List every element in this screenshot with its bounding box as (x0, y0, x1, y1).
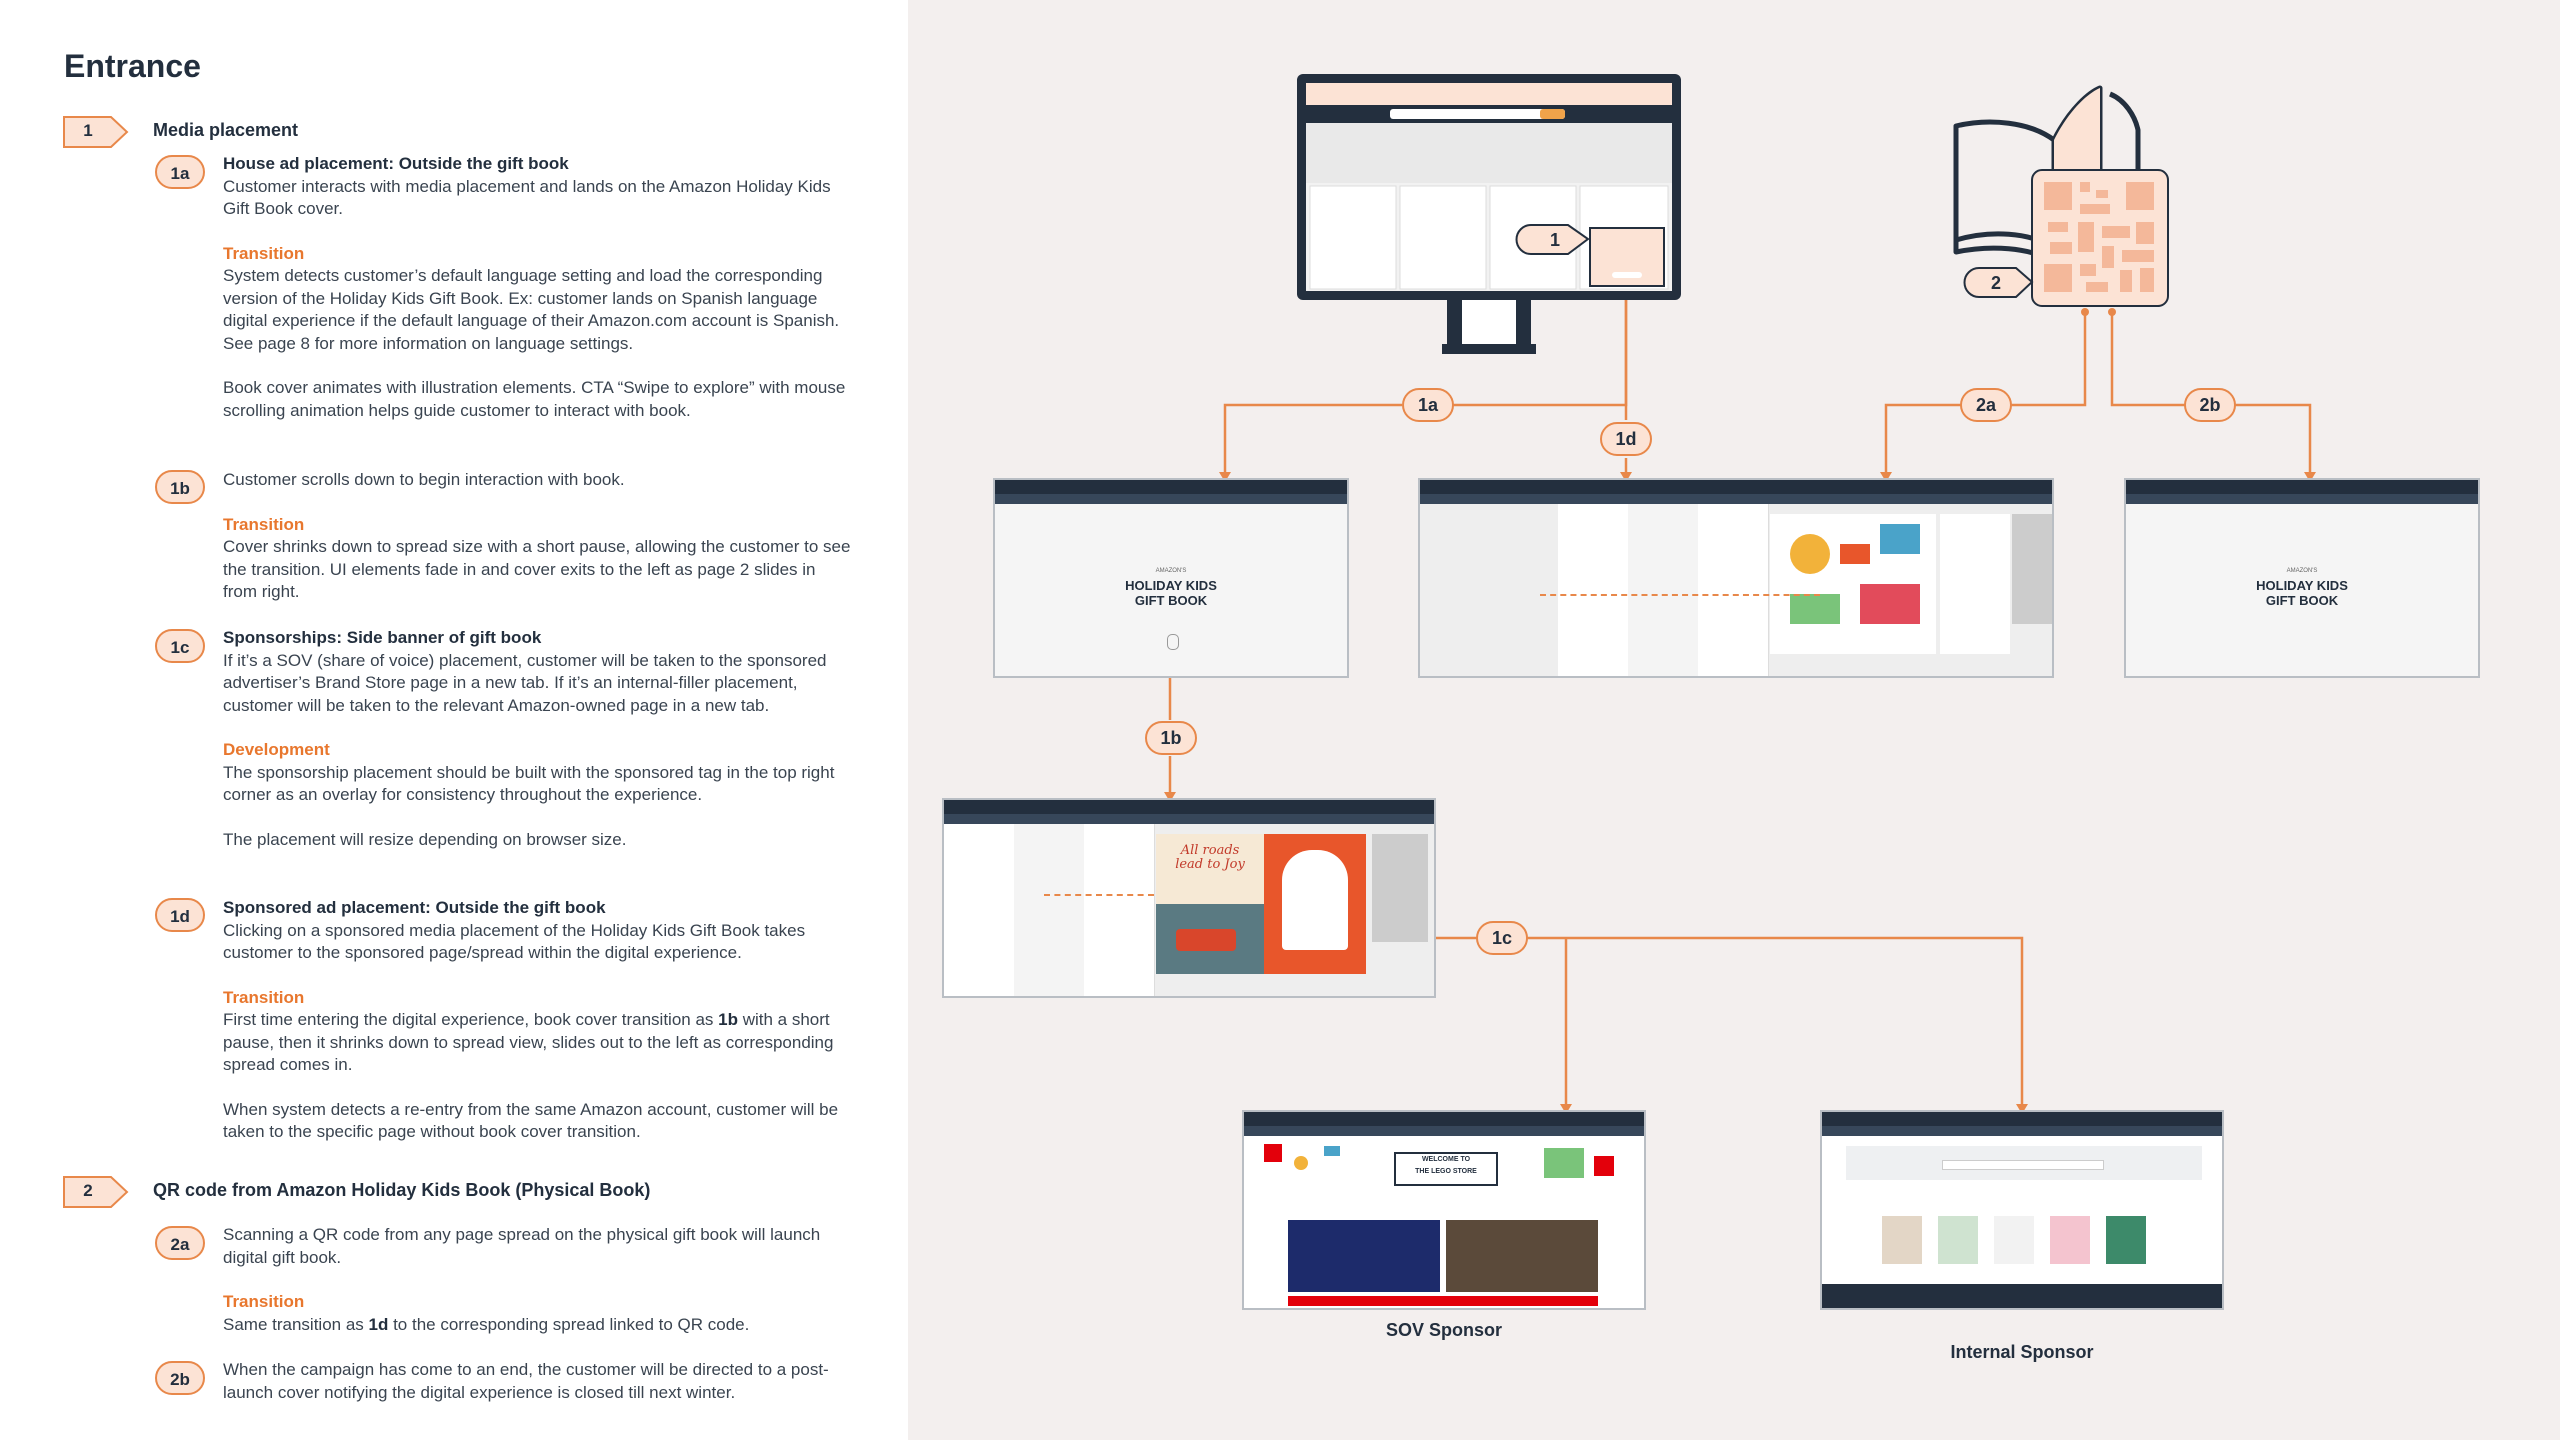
step-2b-text: When the campaign has come to an end, th… (223, 1360, 829, 1402)
flow-label-1a: 1a (1402, 388, 1454, 422)
step-1c-text: Sponsorships: Side banner of gift book I… (223, 628, 835, 849)
step-tag: 1b (155, 470, 205, 504)
step-1a-text: House ad placement: Outside the gift boo… (223, 154, 846, 420)
internal-sponsor-screen (1820, 1110, 2224, 1310)
node-1-label: 1 (1550, 230, 1560, 250)
sov-sponsor-caption: SOV Sponsor (1385, 1320, 1502, 1340)
step-tag: 2b (155, 1361, 205, 1395)
flow-label-1d: 1d (1600, 422, 1652, 456)
description-panel: Entrance 1 Media placement 1a House ad p… (0, 0, 908, 1440)
post-launch-cover-screen: AMAZON'S HOLIDAY KIDS GIFT BOOK (2124, 478, 2480, 678)
step-1d-text: Sponsored ad placement: Outside the gift… (223, 898, 839, 1141)
monitor-icon (1297, 74, 1681, 354)
step-tag: 2a (155, 1226, 205, 1260)
step-tag: 1d (155, 898, 205, 932)
flow-label-1b: 1b (1145, 721, 1197, 755)
section-title: Media placement (153, 120, 299, 140)
flow-label-1c: 1c (1476, 921, 1528, 955)
internal-sponsor-caption: Internal Sponsor (1950, 1342, 2094, 1362)
gift-book-cover-screen: AMAZON'S HOLIDAY KIDS GIFT BOOK (993, 478, 1349, 678)
qr-code-icon (2044, 182, 2154, 292)
step-tag: 1c (155, 629, 205, 663)
page-title: Entrance (64, 48, 201, 84)
flow-label-2b: 2b (2184, 388, 2236, 422)
node-2-label: 2 (1991, 273, 2001, 293)
step-2a-text: Scanning a QR code from any page spread … (223, 1225, 821, 1334)
step-tag: 1a (155, 155, 205, 189)
section-number-tag: 1 (63, 116, 129, 148)
flow-diagram (908, 0, 2560, 1440)
section-title: QR code from Amazon Holiday Kids Book (P… (153, 1180, 651, 1200)
section-number-tag: 2 (63, 1176, 129, 1208)
gift-book-spread-transition-screen (1418, 478, 2054, 678)
flow-label-2a: 2a (1960, 388, 2012, 422)
step-1b-text: Customer scrolls down to begin interacti… (223, 470, 851, 601)
